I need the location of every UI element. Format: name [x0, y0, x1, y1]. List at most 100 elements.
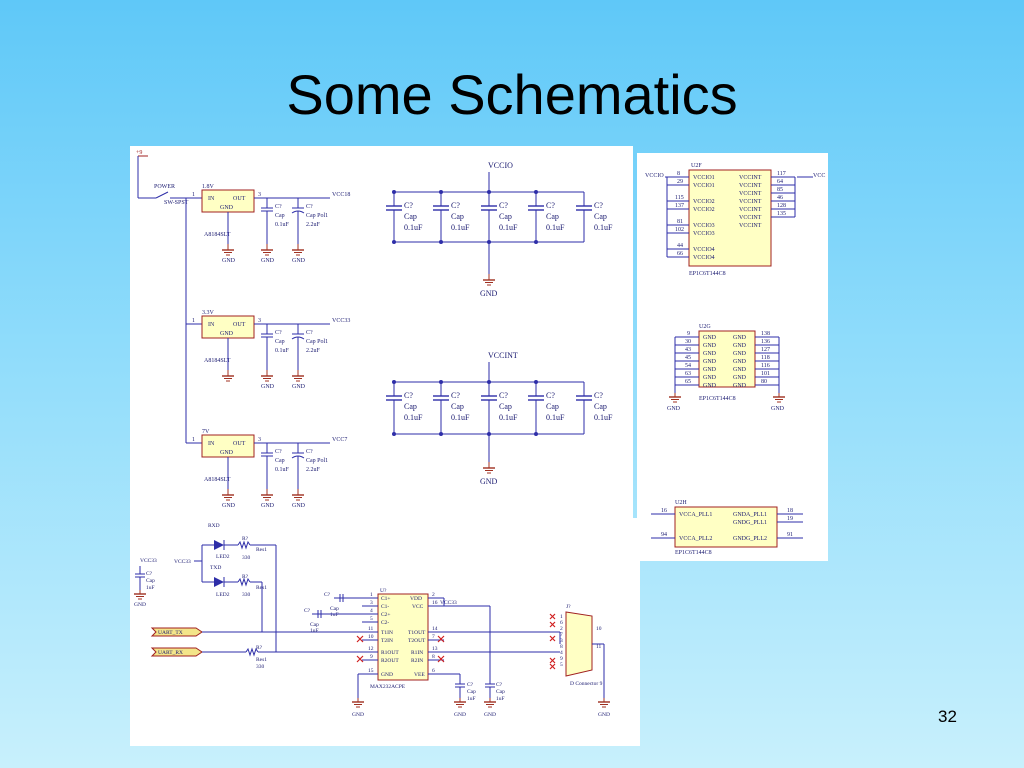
ic-part: EP1C6T144C8 — [699, 396, 736, 402]
power-schematic-panel: +9 POWER SW-SPST 1.8V 1 IN OUT GND A8184… — [130, 146, 633, 521]
pin-label: GND — [220, 450, 234, 456]
gnd-label: GND — [292, 384, 306, 390]
cap-value: 2.2uF — [306, 348, 321, 354]
svg-text:118: 118 — [761, 355, 770, 361]
svg-text:30: 30 — [685, 339, 691, 345]
svg-text:0.1uF: 0.1uF — [546, 223, 565, 232]
svg-text:C?: C? — [499, 391, 508, 400]
svg-text:1uF: 1uF — [146, 585, 155, 591]
svg-text:127: 127 — [761, 347, 770, 353]
svg-text:GND: GND — [703, 343, 717, 349]
svg-text:1uF: 1uF — [310, 628, 319, 634]
gnd-label: GND — [261, 258, 275, 264]
cap-type: Cap — [275, 213, 285, 219]
svg-text:VCCINT: VCCINT — [739, 183, 762, 189]
svg-text:GND: GND — [703, 351, 717, 357]
svg-text:7: 7 — [560, 632, 563, 638]
svg-text:10: 10 — [368, 634, 374, 640]
ic-ref: U2F — [691, 163, 702, 169]
max232-ic: U? MAX232ACPE 1C1+ 3C1- 4C2+ 5C2- 11T1IN… — [351, 588, 490, 718]
svg-text:Cap: Cap — [404, 212, 417, 221]
pin-number: 3 — [258, 437, 261, 443]
svg-text:3: 3 — [560, 638, 563, 644]
svg-text:4: 4 — [560, 650, 563, 656]
svg-text:C?: C? — [404, 391, 413, 400]
net-label: VCC7 — [332, 437, 347, 443]
svg-text:GND: GND — [484, 712, 496, 718]
svg-text:11: 11 — [596, 644, 602, 650]
svg-text:6: 6 — [432, 668, 435, 674]
svg-text:63: 63 — [685, 371, 691, 377]
db9-pins: 1 6 2 7 3 8 4 9 5 10 11 — [560, 614, 602, 668]
svg-text:C?: C? — [324, 592, 331, 598]
svg-text:LED2: LED2 — [216, 592, 230, 598]
svg-text:C?: C? — [451, 391, 460, 400]
svg-text:T2IN: T2IN — [381, 638, 393, 644]
svg-text:C2-: C2- — [381, 620, 389, 626]
svg-text:128: 128 — [777, 203, 786, 209]
net-label: VCCIO — [645, 173, 664, 179]
svg-text:135: 135 — [777, 211, 786, 217]
svg-text:VCCIO1: VCCIO1 — [693, 175, 715, 181]
svg-text:1uF: 1uF — [467, 696, 476, 702]
pin-label: OUT — [233, 322, 246, 328]
gnd-label: GND — [222, 503, 236, 509]
svg-text:GND: GND — [352, 712, 364, 718]
svg-text:Cap: Cap — [330, 606, 339, 612]
regulator-voltage-label: 3.3V — [202, 310, 215, 316]
net-label: VCC33 — [332, 318, 350, 324]
svg-text:1: 1 — [370, 592, 373, 598]
svg-text:T1OUT: T1OUT — [408, 630, 426, 636]
regulator-part: A8184SLT — [204, 477, 231, 483]
ic-ref: U2G — [699, 324, 711, 330]
gnd-label: GND — [261, 503, 275, 509]
cap-ref: C? — [275, 204, 282, 210]
cap-type: Cap — [275, 339, 285, 345]
regulator-7v: 7V 1 IN OUT GND A8184SLT GND 3 VCC7 GND … — [186, 429, 347, 509]
svg-text:0.1uF: 0.1uF — [451, 413, 470, 422]
net-label: VCC — [813, 173, 825, 179]
svg-text:Cap: Cap — [310, 622, 319, 628]
cap-vcc33: VCC33 C? Cap 1uF GND — [133, 558, 157, 608]
svg-text:1uF: 1uF — [496, 696, 505, 702]
svg-text:UART_TX: UART_TX — [158, 630, 183, 636]
db9-connector: J? 1 6 2 7 3 8 4 9 5 10 11 D Connector 9… — [549, 604, 611, 718]
net-label: VCC18 — [332, 192, 350, 198]
svg-text:0.1uF: 0.1uF — [499, 223, 518, 232]
svg-text:117: 117 — [777, 171, 786, 177]
cap-ref: C? — [275, 330, 282, 336]
svg-text:19: 19 — [787, 516, 793, 522]
svg-text:102: 102 — [675, 227, 684, 233]
svg-text:330: 330 — [242, 592, 251, 598]
svg-text:GND: GND — [733, 375, 747, 381]
power-schematic: +9 POWER SW-SPST 1.8V 1 IN OUT GND A8184… — [136, 150, 613, 509]
svg-text:GND: GND — [703, 335, 717, 341]
svg-text:115: 115 — [675, 195, 684, 201]
svg-text:Cap: Cap — [594, 402, 607, 411]
gnd-label: GND — [480, 477, 498, 486]
led-label: TXD — [210, 565, 221, 571]
svg-text:43: 43 — [685, 347, 691, 353]
svg-text:Cap: Cap — [546, 212, 559, 221]
svg-text:R1IN: R1IN — [411, 650, 423, 656]
svg-text:4: 4 — [370, 608, 373, 614]
svg-text:8: 8 — [677, 171, 680, 177]
gnd-label: GND — [292, 258, 306, 264]
svg-text:136: 136 — [761, 339, 770, 345]
net-label: VCC33 — [174, 559, 191, 565]
svg-text:0.1uF: 0.1uF — [499, 413, 518, 422]
svg-text:C?: C? — [546, 201, 555, 210]
page-number: 32 — [938, 707, 957, 726]
svg-text:Res1: Res1 — [256, 547, 267, 553]
svg-text:1uF: 1uF — [330, 612, 339, 618]
svg-text:2: 2 — [432, 592, 435, 598]
cap-value: 2.2uF — [306, 467, 321, 473]
gnd-label: GND — [771, 406, 785, 412]
svg-text:330: 330 — [242, 555, 251, 561]
